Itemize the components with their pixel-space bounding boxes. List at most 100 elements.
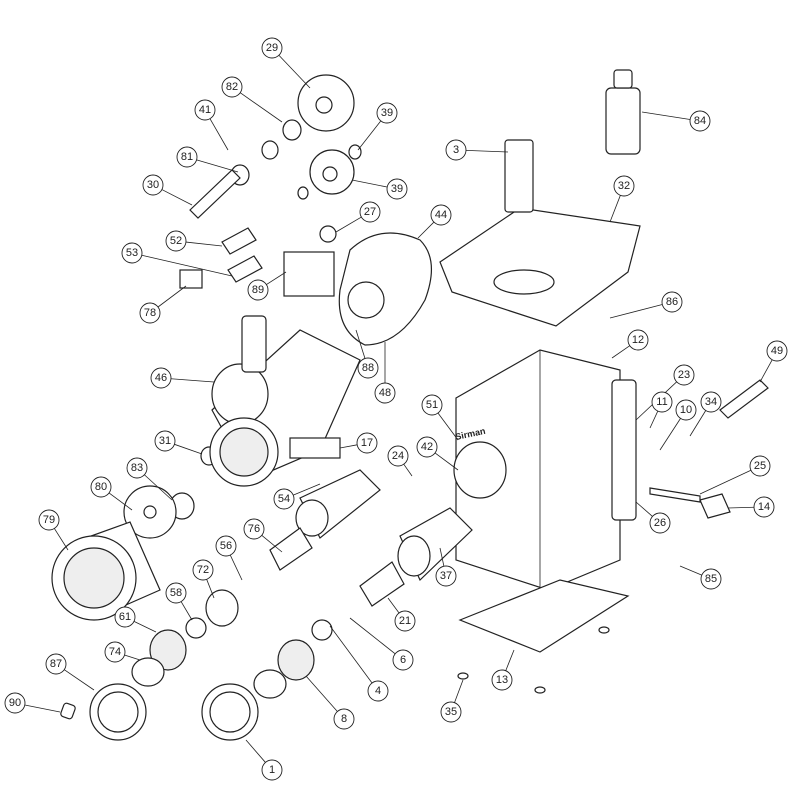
callout-3: 3	[445, 139, 509, 161]
callout-56: 56	[215, 535, 243, 581]
callout-number: 25	[754, 460, 766, 472]
foot	[598, 626, 610, 634]
callout-number: 24	[392, 450, 404, 462]
callout-number: 31	[159, 435, 171, 447]
callout-circle	[673, 364, 695, 386]
callout-number: 6	[400, 654, 406, 666]
leader-line	[355, 329, 366, 359]
callout-number: 30	[147, 179, 159, 191]
callout-32: 32	[609, 175, 635, 223]
callout-circle	[386, 178, 408, 200]
callout-number: 54	[278, 493, 290, 505]
callout-circle	[247, 279, 269, 301]
callout-10: 10	[659, 399, 697, 451]
leader-line	[157, 285, 187, 308]
callout-number: 39	[381, 107, 393, 119]
callout-82: 82	[221, 76, 283, 123]
callout-58: 58	[165, 582, 193, 621]
callout-14: 14	[727, 496, 775, 518]
callout-number: 13	[496, 674, 508, 686]
leader-line	[609, 195, 621, 223]
callout-circle	[367, 680, 389, 702]
callout-number: 48	[379, 387, 391, 399]
leader-line	[351, 179, 388, 188]
callout-number: 44	[435, 209, 447, 221]
callout-number: 4	[375, 685, 381, 697]
callout-circle	[435, 565, 457, 587]
callout-29: 29	[261, 37, 311, 89]
leader-line	[206, 579, 215, 599]
callout-12: 12	[611, 329, 649, 359]
leader-line	[454, 679, 464, 703]
callout-circle	[675, 399, 697, 421]
callout-53: 53	[121, 242, 233, 277]
callout-circle	[38, 509, 60, 531]
callout-circle	[154, 430, 176, 452]
callout-number: 81	[181, 151, 193, 163]
parts-drawing: Sirman	[51, 69, 769, 741]
callout-circle	[273, 488, 295, 510]
callout-circle	[194, 99, 216, 121]
leader-line	[437, 412, 459, 441]
callout-34: 34	[689, 391, 722, 437]
callout-circle	[376, 102, 398, 124]
callout-circle	[215, 535, 237, 557]
callout-circle	[261, 37, 283, 59]
leader-line	[144, 474, 173, 501]
leader-line	[335, 216, 362, 233]
callout-54: 54	[273, 483, 321, 510]
callout-number: 8	[341, 713, 347, 725]
oil-bottle	[605, 69, 641, 155]
leader-line	[505, 649, 515, 671]
callout-48: 48	[374, 342, 396, 404]
callout-number: 72	[197, 564, 209, 576]
callout-circle	[142, 174, 164, 196]
leader-line	[659, 418, 681, 451]
callout-number: 74	[109, 646, 121, 658]
callout-number: 17	[361, 437, 373, 449]
callout-circle	[139, 302, 161, 324]
callout-circle	[126, 457, 148, 479]
leader-line	[439, 547, 445, 567]
callout-circle	[356, 432, 378, 454]
callout-circle	[766, 340, 788, 362]
leader-line	[141, 254, 233, 277]
callout-85: 85	[679, 565, 722, 590]
callout-39: 39	[357, 102, 398, 151]
callout-circle	[221, 76, 243, 98]
leader-line	[357, 120, 382, 151]
callout-circle	[104, 641, 126, 663]
callout-circle	[700, 391, 722, 413]
callout-number: 85	[705, 573, 717, 585]
callout-circle	[416, 436, 438, 458]
callout-number: 29	[266, 42, 278, 54]
switch-block	[179, 269, 203, 289]
callout-number: 12	[632, 334, 644, 346]
foot	[457, 672, 469, 680]
callout-circle	[394, 610, 416, 632]
callout-88: 88	[355, 329, 379, 379]
callout-72: 72	[192, 559, 215, 599]
leader-line	[180, 601, 193, 621]
callout-circle	[627, 329, 649, 351]
callout-circle	[387, 445, 409, 467]
callout-number: 52	[170, 235, 182, 247]
small-gear	[309, 149, 355, 195]
callout-89: 89	[247, 271, 287, 301]
callout-41: 41	[194, 99, 229, 151]
callout-number: 88	[362, 362, 374, 374]
callout-number: 79	[43, 514, 55, 526]
worm-housing	[295, 469, 473, 582]
callout-35: 35	[440, 679, 464, 723]
leader-line	[349, 617, 396, 655]
callout-87: 87	[45, 653, 95, 691]
large-gear	[297, 74, 355, 132]
callout-number: 82	[226, 81, 238, 93]
callout-83: 83	[126, 457, 173, 501]
callout-circle	[700, 568, 722, 590]
leader-line	[434, 452, 459, 471]
callout-number: 80	[95, 481, 107, 493]
callout-circle	[357, 357, 379, 379]
